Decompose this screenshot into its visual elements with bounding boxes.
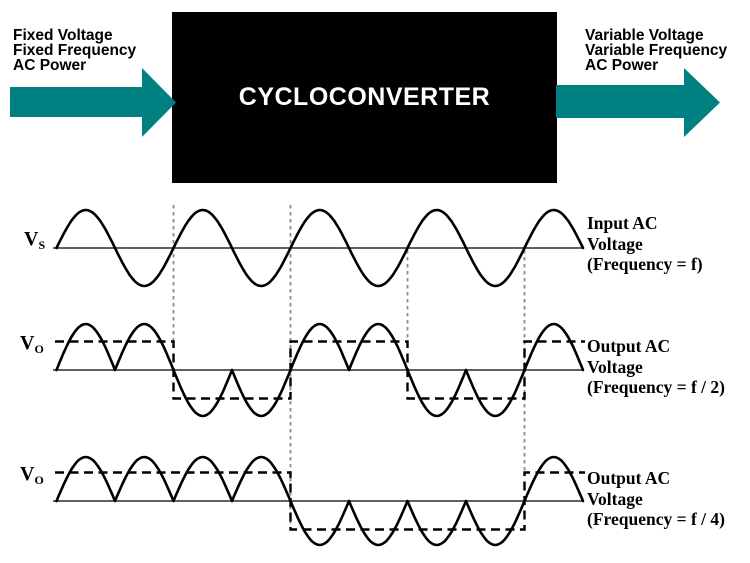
output-ac-voltage-f4-wave <box>55 455 585 547</box>
output-ac-voltage-f4-envelope <box>55 471 585 531</box>
output-voltage-f4-annotation: Output AC Voltage (Frequency = f / 4) <box>587 468 725 530</box>
annotation-line: Input AC <box>587 213 658 233</box>
output-power-label-line: AC Power <box>585 57 659 75</box>
vo-f2-axis-label-subscript: O <box>34 342 44 356</box>
output-ac-voltage-f2-wave <box>55 322 585 418</box>
annotation-line: Output AC <box>587 336 671 356</box>
input-arrow-icon <box>10 68 176 137</box>
vs-axis-label: VS <box>24 228 45 253</box>
cycloconverter-box: CYCLOCONVERTER <box>172 12 557 183</box>
input-ac-voltage-wave <box>55 208 585 288</box>
output-ac-voltage-f2-envelope <box>55 340 585 400</box>
input-power-label-line: Fixed Frequency <box>13 42 137 60</box>
vo-f4-axis-label-subscript: O <box>34 473 44 487</box>
output-arrow-icon <box>556 68 720 137</box>
annotation-line: Voltage <box>587 488 643 509</box>
annotation-line: Voltage <box>587 233 643 254</box>
annotation-line: Output AC <box>587 468 671 488</box>
vs-axis-label-symbol: V <box>24 228 39 250</box>
input-voltage-annotation: Input AC Voltage (Frequency = f) <box>587 213 703 275</box>
vo-f2-axis-label: VO <box>20 332 44 357</box>
annotation-line: (Frequency = f / 4) <box>587 509 725 529</box>
output-power-label-line: Variable Frequency <box>585 42 728 60</box>
input-power-label: Fixed Voltage Fixed Frequency AC Power <box>13 28 136 74</box>
annotation-line: (Frequency = f / 2) <box>587 377 725 397</box>
output-power-label-line: Variable Voltage <box>585 27 704 44</box>
annotation-line: Voltage <box>587 356 643 377</box>
annotation-line: (Frequency = f) <box>587 254 703 274</box>
input-power-label-line: AC Power <box>13 57 87 75</box>
cycloconverter-box-title: CYCLOCONVERTER <box>238 83 491 111</box>
input-power-label-line: Fixed Voltage <box>13 27 113 44</box>
vs-axis-label-subscript: S <box>38 238 46 252</box>
output-voltage-f2-annotation: Output AC Voltage (Frequency = f / 2) <box>587 336 725 398</box>
vo-f4-axis-label: VO <box>20 463 44 488</box>
vo-f4-axis-label-symbol: V <box>20 463 35 485</box>
output-power-label: Variable Voltage Variable Frequency AC P… <box>585 28 727 74</box>
vo-f2-axis-label-symbol: V <box>20 332 35 354</box>
